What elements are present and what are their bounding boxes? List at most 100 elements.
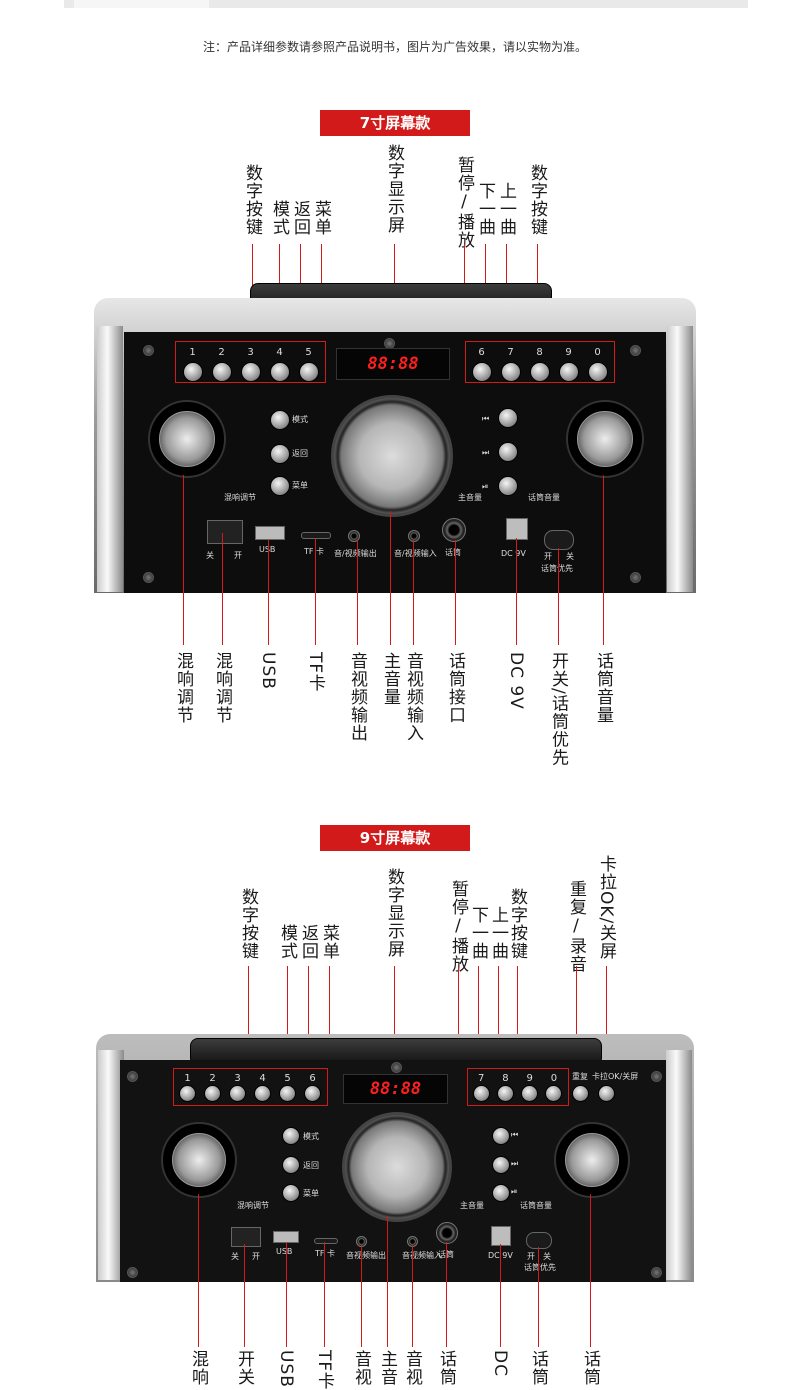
label-number-keys-right: 数字按键 xyxy=(507,888,527,960)
mode-button[interactable] xyxy=(282,1127,300,1145)
num-label: 2 xyxy=(218,347,225,358)
mic-priority-switch[interactable] xyxy=(526,1232,552,1249)
reverb-knob-label: 混响调节 xyxy=(237,1201,269,1210)
side-rail-left xyxy=(98,1050,124,1280)
reverb-knob[interactable] xyxy=(161,1122,237,1198)
label-mic-volume: 话筒 xyxy=(580,1350,600,1386)
number-button-8[interactable] xyxy=(496,1085,514,1102)
number-button-9[interactable] xyxy=(558,362,579,382)
av-out-jack[interactable] xyxy=(348,530,360,542)
num-label: 9 xyxy=(565,347,572,358)
av-out-label: 音/视频输出 xyxy=(334,549,377,558)
number-button-3[interactable] xyxy=(240,362,261,382)
num-label: 1 xyxy=(189,347,196,358)
screw-icon xyxy=(127,1267,138,1278)
play-pause-button[interactable] xyxy=(498,476,518,496)
digital-display: 88:88 xyxy=(336,348,450,380)
label-menu: 菜单 xyxy=(319,924,339,960)
label-reverb: 混响 xyxy=(188,1350,208,1386)
dc-power-jack[interactable] xyxy=(506,518,528,540)
mic-priority-switch[interactable] xyxy=(544,530,574,550)
menu-button[interactable] xyxy=(282,1184,300,1202)
leader-line xyxy=(606,966,607,1076)
back-button[interactable] xyxy=(270,444,290,464)
next-track-button[interactable] xyxy=(492,1156,510,1174)
label-av-out: 音视频输出 xyxy=(347,652,367,742)
dc-power-jack[interactable] xyxy=(491,1226,511,1246)
label-mode: 模式 xyxy=(277,924,297,960)
knob-cap xyxy=(577,411,633,467)
main-volume-knob[interactable] xyxy=(342,1112,452,1222)
tf-card-slot[interactable] xyxy=(314,1238,338,1244)
highlight-box-left-keys xyxy=(173,1068,328,1106)
number-button-8[interactable] xyxy=(529,362,550,382)
back-button[interactable] xyxy=(282,1156,300,1174)
label-switch-mic-priority: 开关/话筒优先 xyxy=(548,652,568,767)
mic-volume-knob[interactable] xyxy=(566,400,644,478)
power-switch[interactable] xyxy=(231,1227,261,1247)
main-volume-knob[interactable] xyxy=(331,395,453,517)
label-usb: USB xyxy=(276,1350,296,1388)
play-pause-button[interactable] xyxy=(492,1184,510,1202)
number-button-9[interactable] xyxy=(521,1085,539,1102)
number-button-5[interactable] xyxy=(279,1085,296,1102)
number-button-5[interactable] xyxy=(298,362,319,382)
num-label: 8 xyxy=(536,347,543,358)
number-button-4[interactable] xyxy=(254,1085,271,1102)
num-label: 8 xyxy=(502,1073,509,1084)
number-button-3[interactable] xyxy=(229,1085,246,1102)
prev-track-button[interactable] xyxy=(492,1127,510,1145)
number-labels-left: 1 2 3 4 5 xyxy=(178,347,323,358)
number-button-1[interactable] xyxy=(182,362,203,382)
switch-off-label: 关 xyxy=(231,1252,239,1261)
number-button-6[interactable] xyxy=(304,1085,321,1102)
reverb-knob[interactable] xyxy=(148,400,226,478)
number-button-2[interactable] xyxy=(211,362,232,382)
mic-jack[interactable] xyxy=(442,518,466,542)
menu-button[interactable] xyxy=(270,476,290,496)
number-button-4[interactable] xyxy=(269,362,290,382)
power-switch[interactable] xyxy=(207,520,243,544)
av-in-jack[interactable] xyxy=(408,530,420,542)
prev-track-button[interactable] xyxy=(498,408,518,428)
label-repeat-record: 重复/录音 xyxy=(566,880,586,973)
knob-cap xyxy=(172,1133,226,1187)
mic-volume-knob[interactable] xyxy=(554,1122,630,1198)
label-tf-card: TF卡 xyxy=(305,652,325,693)
repeat-label: 重复 xyxy=(572,1072,588,1081)
usb-port[interactable] xyxy=(255,526,285,540)
label-back: 返回 xyxy=(290,200,310,236)
next-track-button[interactable] xyxy=(498,442,518,462)
karaoke-label: 卡拉OK/关屏 xyxy=(592,1072,639,1081)
number-button-0[interactable] xyxy=(545,1085,563,1102)
label-dc: DC xyxy=(490,1350,510,1377)
number-button-0[interactable] xyxy=(587,362,608,382)
label-mode: 模式 xyxy=(269,200,289,236)
mic-jack[interactable] xyxy=(436,1222,458,1244)
mic-jack-label: 话筒 xyxy=(445,548,461,557)
menu-button-label: 菜单 xyxy=(303,1189,319,1198)
number-button-6[interactable] xyxy=(471,362,492,382)
leader-line xyxy=(315,538,316,645)
number-button-7[interactable] xyxy=(500,362,521,382)
number-labels-right: 6 7 8 9 0 xyxy=(467,347,612,358)
number-button-2[interactable] xyxy=(204,1085,221,1102)
number-button-1[interactable] xyxy=(179,1085,196,1102)
screw-icon xyxy=(143,345,154,356)
tf-card-slot[interactable] xyxy=(301,532,331,539)
sw2-label: 话筒优先 xyxy=(541,564,573,573)
label-number-keys-right: 数字按键 xyxy=(527,164,547,236)
label-menu: 菜单 xyxy=(311,200,331,236)
leader-line xyxy=(412,1245,413,1347)
mode-button[interactable] xyxy=(270,410,290,430)
label-mic-volume: 话筒音量 xyxy=(593,652,613,724)
menu-button-label: 菜单 xyxy=(292,481,308,490)
num-label: 4 xyxy=(276,347,283,358)
number-button-7[interactable] xyxy=(472,1085,490,1102)
mode-button-label: 模式 xyxy=(292,415,308,424)
screw-icon xyxy=(127,1071,138,1082)
repeat-record-button[interactable] xyxy=(572,1085,589,1102)
label-prev-track: 上一曲 xyxy=(496,182,516,236)
prev-track-icon: ⏮ xyxy=(482,414,490,423)
karaoke-screen-off-button[interactable] xyxy=(598,1085,615,1102)
